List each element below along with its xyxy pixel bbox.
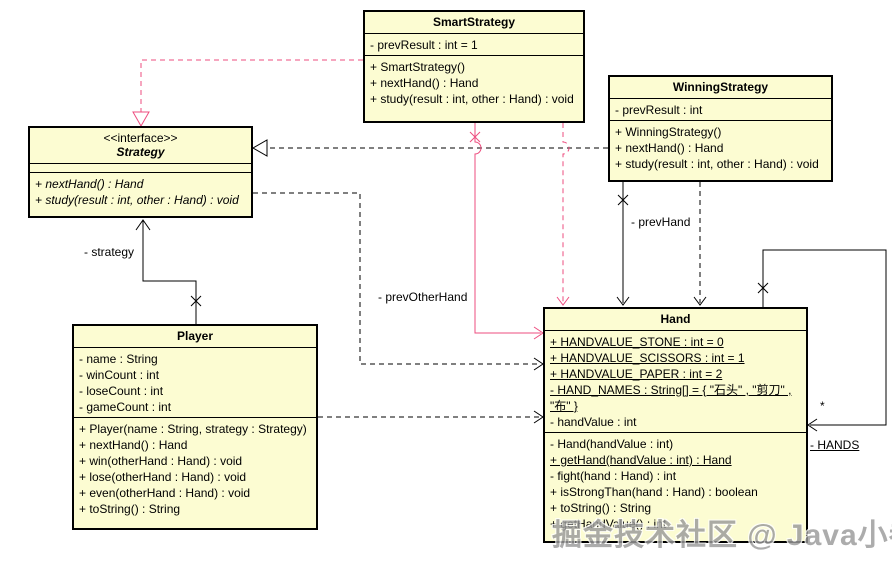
association-smartstrategy-to-hand — [474, 123, 541, 334]
attribute: - handValue : int — [550, 415, 637, 429]
class-title-hand: Hand — [545, 309, 806, 331]
player-methods: + Player(name : String, strategy : Strat… — [74, 418, 316, 528]
method: - fight(hand : Hand) : int — [550, 469, 677, 483]
static-attribute: + HANDVALUE_STONE : int = 0 — [550, 335, 724, 349]
x-marker-hand-self-end — [757, 282, 769, 294]
method: + even(otherHand : Hand) : void — [79, 486, 251, 500]
hand-methods: - Hand(handValue : int) + getHand(handVa… — [545, 433, 806, 541]
method: + SmartStrategy() — [370, 60, 466, 74]
winningstrategy-attributes: - prevResult : int — [610, 99, 831, 121]
arrowhead-hand-right — [807, 418, 818, 432]
strategy-attributes-empty — [30, 164, 251, 173]
method: + lose(otherHand : Hand) : void — [79, 470, 247, 484]
arrowhead-strategy-bottom — [135, 219, 151, 231]
smartstrategy-attributes: - prevResult : int = 1 — [365, 34, 583, 56]
hand-attributes: + HANDVALUE_STONE : int = 0 + HANDVALUE_… — [545, 331, 806, 433]
method: + isStrongThan(hand : Hand) : boolean — [550, 485, 758, 499]
realization-arrowhead-strategy-right — [251, 139, 268, 157]
realization-smartstrategy-to-strategy — [140, 59, 363, 112]
dependency-strategy-to-hand — [253, 192, 541, 365]
class-box-player: Player - name : String - winCount : int … — [72, 324, 318, 530]
method: + study(result : int, other : Hand) : vo… — [615, 157, 819, 171]
method: + toString() : String — [79, 502, 181, 516]
player-attributes: - name : String - winCount : int - loseC… — [74, 348, 316, 418]
static-method: + getHand(handValue : int) : Hand — [550, 453, 732, 467]
method: + nextHand() : Hand — [35, 177, 144, 191]
attribute: - name : String — [79, 352, 158, 366]
attribute: - winCount : int — [79, 368, 160, 382]
static-attribute: + HANDVALUE_PAPER : int = 2 — [550, 367, 723, 381]
method: + toString() : String — [550, 501, 652, 515]
method: + win(otherHand : Hand) : void — [79, 454, 243, 468]
method: + Player(name : String, strategy : Strat… — [79, 422, 307, 436]
arrowhead-hand-top-2 — [693, 296, 707, 306]
class-box-winningstrategy: WinningStrategy - prevResult : int + Win… — [608, 75, 833, 182]
attribute: - gameCount : int — [79, 400, 172, 414]
winningstrategy-methods: + WinningStrategy() + nextHand() : Hand … — [610, 121, 831, 180]
class-box-smartstrategy: SmartStrategy - prevResult : int = 1 + S… — [363, 10, 585, 123]
association-hand-self — [762, 249, 887, 426]
edge-label-hands-role: - HANDS — [810, 438, 860, 452]
edge-label-hands-multiplicity: * — [820, 399, 825, 413]
realization-arrowhead-strategy-top — [132, 111, 150, 128]
association-player-to-strategy — [142, 221, 197, 324]
dependency-smartstrategy-to-hand — [562, 123, 570, 303]
class-title-smartstrategy: SmartStrategy — [365, 12, 583, 34]
smartstrategy-methods: + SmartStrategy() + nextHand() : Hand + … — [365, 56, 583, 121]
interface-name: Strategy — [116, 145, 165, 159]
strategy-methods: + nextHand() : Hand + study(result : int… — [30, 173, 251, 216]
method: + nextHand() : Hand — [615, 141, 724, 155]
class-title-strategy: <<interface>> Strategy — [30, 128, 251, 164]
x-marker-player-end — [190, 295, 202, 307]
method: - Hand(handValue : int) — [550, 437, 674, 451]
x-marker-smartstrategy-end — [469, 131, 481, 143]
class-box-strategy: <<interface>> Strategy + nextHand() : Ha… — [28, 126, 253, 218]
class-title-player: Player — [74, 326, 316, 348]
attribute: - prevResult : int = 1 — [370, 38, 478, 52]
method: + getHandValue() : int — [550, 517, 667, 531]
static-attribute: + HANDVALUE_SCISSORS : int = 1 — [550, 351, 745, 365]
arrowhead-hand-top-pink — [556, 296, 570, 306]
method: + study(result : int, other : Hand) : vo… — [370, 92, 574, 106]
edge-label-prev-hand: - prevHand — [631, 215, 691, 229]
watermark: 掘金技术社区 @ Java小卷 — [552, 519, 892, 552]
stereotype-label: <<interface>> — [103, 131, 178, 145]
attribute: - prevResult : int — [615, 103, 703, 117]
method: + study(result : int, other : Hand) : vo… — [35, 193, 239, 207]
class-box-hand: Hand + HANDVALUE_STONE : int = 0 + HANDV… — [543, 307, 808, 543]
edge-label-prev-other-hand: - prevOtherHand — [378, 290, 468, 304]
arrowhead-hand-top-1 — [616, 296, 630, 306]
edge-label-strategy-role: - strategy — [84, 245, 135, 259]
static-attribute: - HAND_NAMES : String[] = { "石头" , "剪刀" … — [550, 383, 792, 413]
method: + nextHand() : Hand — [79, 438, 188, 452]
x-marker-winningstrategy-end — [617, 194, 629, 206]
method: + WinningStrategy() — [615, 125, 722, 139]
method: + nextHand() : Hand — [370, 76, 479, 90]
attribute: - loseCount : int — [79, 384, 164, 398]
class-title-winningstrategy: WinningStrategy — [610, 77, 831, 99]
